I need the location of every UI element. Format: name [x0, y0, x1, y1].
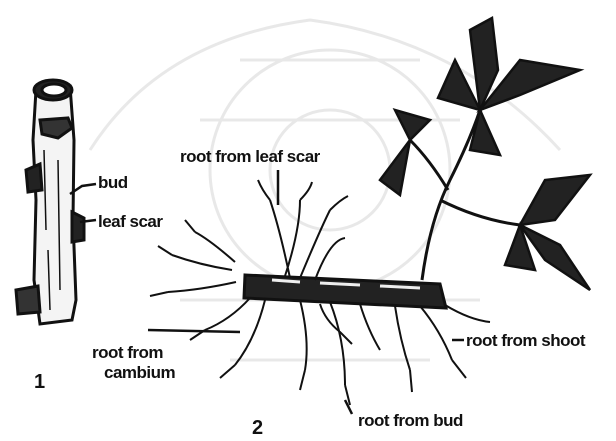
label-root-from-shoot: root from shoot — [466, 332, 585, 349]
label-root-from-leaf-scar: root from leaf scar — [180, 148, 320, 165]
label-leaf-scar: leaf scar — [98, 213, 163, 230]
label-root-from-bud: root from bud — [358, 412, 463, 429]
roots-lower — [190, 298, 490, 405]
label-root-from-cambium-1: root from — [92, 344, 163, 361]
figure-number-1: 1 — [34, 372, 45, 392]
cutting-stem-body — [244, 275, 446, 308]
label-bud: bud — [98, 174, 128, 191]
stem-cutting — [16, 80, 84, 324]
label-root-from-cambium-2: cambium — [104, 364, 175, 381]
shoot — [410, 110, 520, 280]
figure-number-2: 2 — [252, 418, 263, 438]
